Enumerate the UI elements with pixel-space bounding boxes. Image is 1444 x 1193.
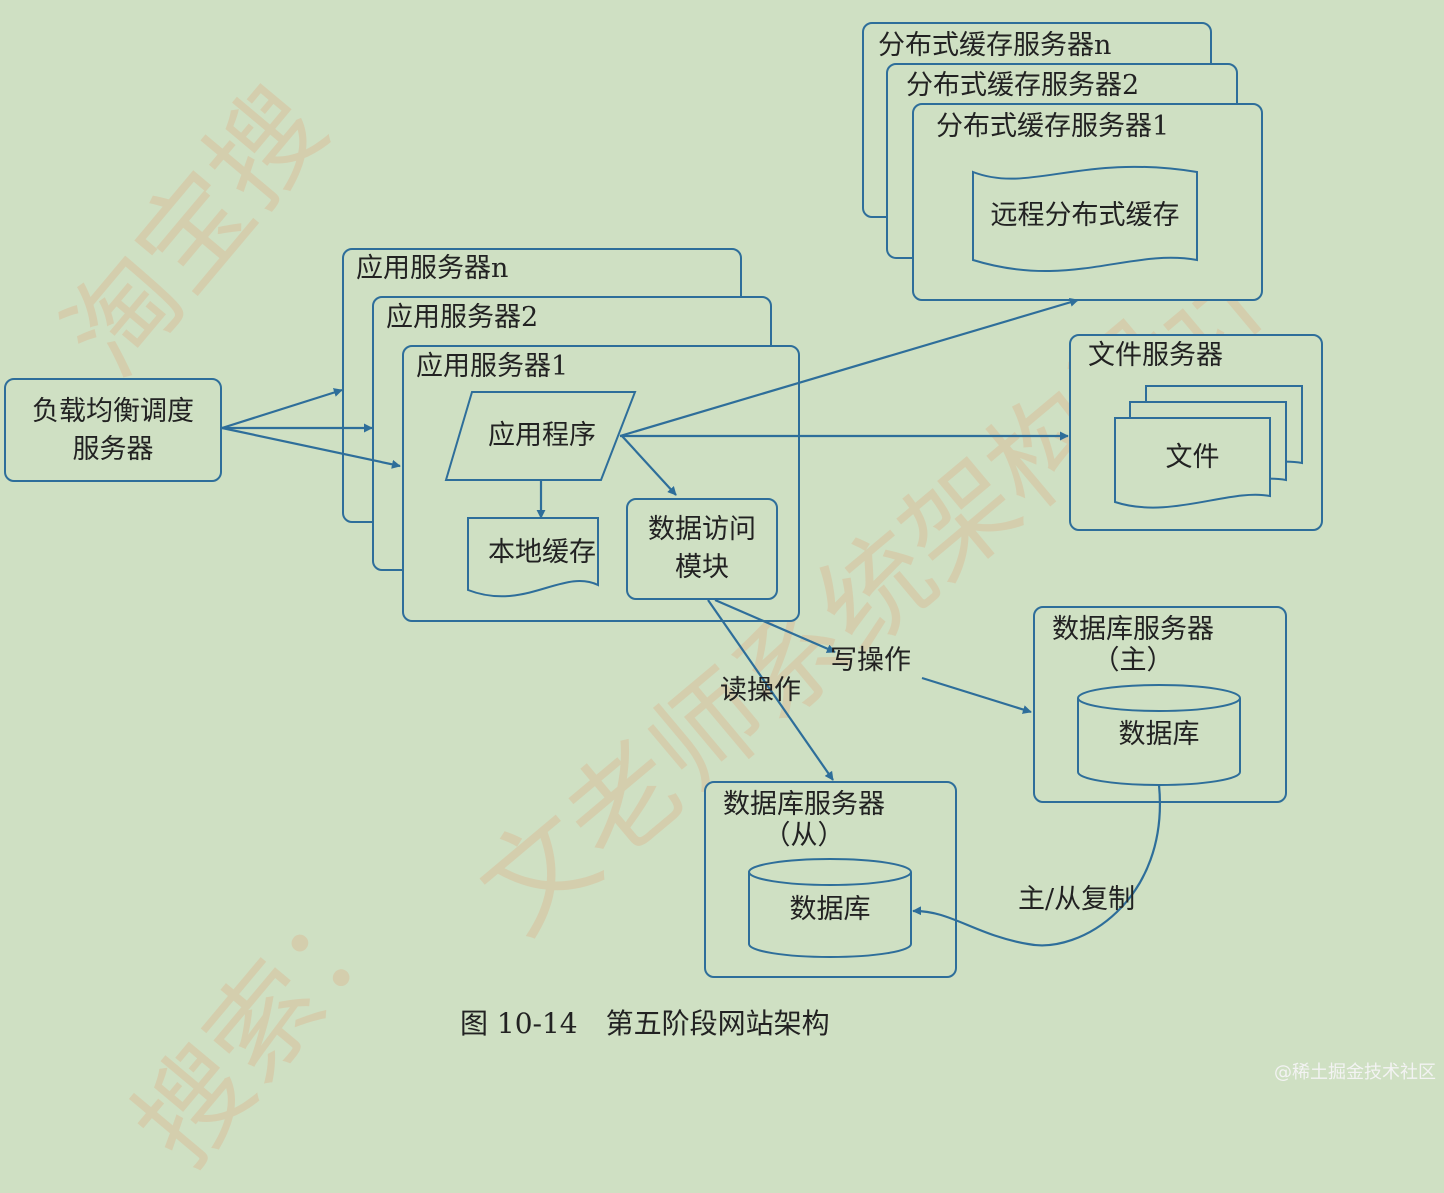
local-cache-label: 本地缓存 [488, 537, 596, 568]
dist-cache-server-n-label: 分布式缓存服务器n [878, 30, 1112, 61]
write-operation-arrow-tail [921, 676, 1032, 714]
lb-to-app-server-1-arrow [221, 426, 401, 469]
app-server-2-label: 应用服务器2 [386, 302, 539, 333]
lb-to-app-server-n-arrow [221, 388, 343, 430]
local-cache-shape [467, 517, 599, 598]
file-server-label: 文件服务器 [1088, 340, 1223, 371]
data-access-module-label-line1: 数据访问 [648, 514, 756, 545]
write-operation-arrow [714, 598, 836, 654]
data-access-module-box [626, 498, 778, 600]
write-operation-label: 写操作 [830, 645, 911, 676]
load-balancer-label-line1: 负载均衡调度 [32, 396, 194, 427]
db-slave-title: 数据库服务器 [723, 789, 885, 820]
remote-cache-shape [972, 165, 1198, 272]
file-label: 文件 [1165, 442, 1220, 473]
app-server-n-label: 应用服务器n [356, 253, 509, 284]
load-balancer-box [4, 378, 222, 482]
replication-arrow [912, 784, 1162, 947]
db-slave-cylinder [748, 872, 912, 958]
app-to-data-access-arrow [621, 435, 677, 496]
read-operation-label: 读操作 [720, 675, 801, 706]
app-program-shape [444, 391, 637, 481]
app-server-1-label: 应用服务器1 [416, 351, 569, 382]
source-watermark: @稀土掘金技术社区 [1274, 1062, 1436, 1083]
db-slave-cylinder-top [748, 858, 912, 886]
load-balancer-label-line2: 服务器 [72, 434, 154, 465]
db-master-cylinder-top [1077, 684, 1241, 712]
file-doc-front [1114, 417, 1271, 509]
dist-cache-server-2-label: 分布式缓存服务器2 [906, 70, 1140, 101]
figure-caption: 图 10-14 第五阶段网站架构 [460, 1007, 830, 1040]
remote-cache-label: 远程分布式缓存 [990, 200, 1180, 231]
diagram-connectors [221, 165, 1303, 958]
data-access-module-label-line2: 模块 [675, 552, 729, 583]
read-operation-arrow [707, 599, 834, 781]
db-master-role: （主） [1092, 645, 1174, 676]
db-master-title: 数据库服务器 [1052, 614, 1214, 645]
dist-cache-server-1-label: 分布式缓存服务器1 [936, 111, 1170, 142]
db-slave-db-label: 数据库 [789, 894, 871, 925]
replication-label: 主/从复制 [1018, 884, 1136, 915]
db-slave-role: （从） [763, 820, 845, 851]
app-program-label: 应用程序 [488, 420, 596, 451]
db-master-db-label: 数据库 [1118, 719, 1200, 750]
app-to-dist-cache-arrow [619, 297, 1079, 438]
